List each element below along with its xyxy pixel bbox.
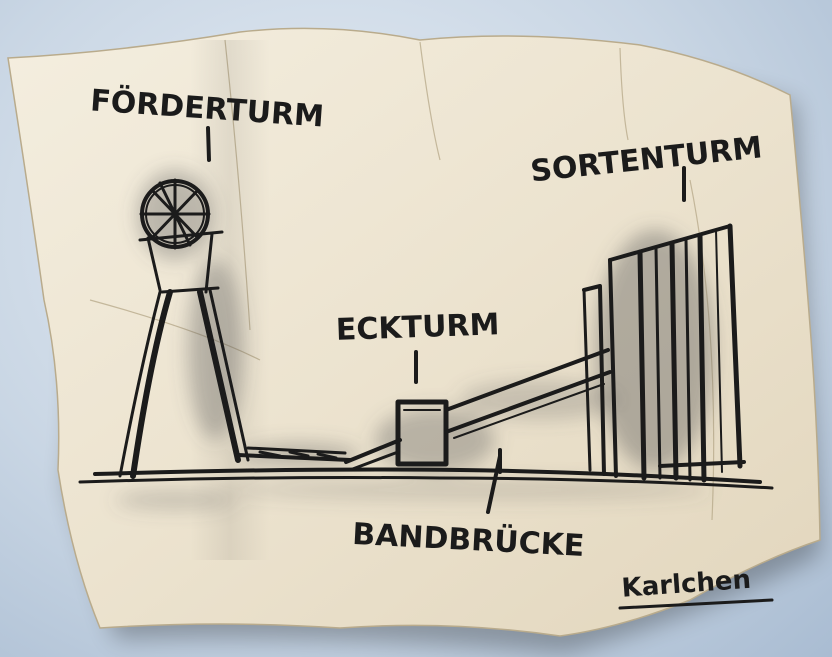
label-eckturm: ECKTURM (335, 307, 500, 348)
foerderturm-pointer (208, 128, 209, 160)
